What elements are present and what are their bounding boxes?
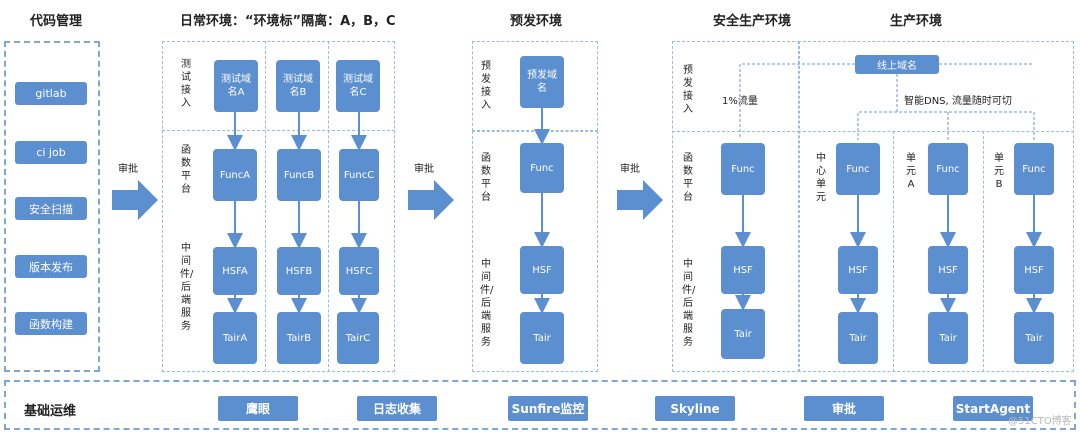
code-item-gitlab: gitlab xyxy=(15,82,87,105)
func-c: FuncC xyxy=(339,149,379,201)
daily-env-panel xyxy=(162,41,395,372)
pre-func: Func xyxy=(520,143,564,193)
prod-divider xyxy=(798,131,1074,132)
test-domain-b: 测试域名B xyxy=(276,60,320,112)
pre-middleware-label: 中间件/后端服务 xyxy=(480,259,494,348)
safe-middleware-label: 中间件/后端服务 xyxy=(682,259,696,348)
code-item-ci-job: ci job xyxy=(15,141,87,164)
daily-test-access-label: 测试接入 xyxy=(181,59,191,109)
infra-item-eagle-eye: 鹰眼 xyxy=(218,396,298,421)
infra-label: 基础运维 xyxy=(24,404,77,419)
pre-domain: 预发域名 xyxy=(520,56,564,108)
prod-b-tair: Tair xyxy=(1014,312,1054,364)
safe-env-title: 安全生产环境 xyxy=(713,14,792,29)
dns-note: 智能DNS, 流量随时可切 xyxy=(904,96,1012,107)
prod-col-divider-1 xyxy=(893,131,894,372)
approve-label-3: 审批 xyxy=(620,164,640,175)
tair-c: TairC xyxy=(337,312,379,364)
unit-a-label: 单元A xyxy=(906,153,916,190)
infra-item-approve: 审批 xyxy=(804,396,884,421)
approve-label-1: 审批 xyxy=(118,164,138,175)
unit-b-label: 单元B xyxy=(994,153,1004,190)
prod-a-func: Func xyxy=(928,143,968,195)
prod-domain: 线上域名 xyxy=(855,55,939,74)
daily-middleware-label: 中间件/后端服务 xyxy=(180,243,194,332)
prod-center-tair: Tair xyxy=(838,312,878,364)
func-a: FuncA xyxy=(213,149,257,201)
hsf-c: HSFC xyxy=(339,247,379,295)
prod-center-func: Func xyxy=(836,143,880,195)
daily-col-divider-1 xyxy=(265,41,266,372)
daily-func-platform-label: 函数平台 xyxy=(181,145,191,195)
pre-env-title: 预发环境 xyxy=(510,14,563,29)
pre-tair: Tair xyxy=(520,312,564,364)
infra-item-skyline: Skyline xyxy=(655,396,735,421)
infra-item-log-collect: 日志收集 xyxy=(357,396,437,421)
infra-panel xyxy=(4,380,1076,430)
func-b: FuncB xyxy=(277,149,321,201)
approve-label-2: 审批 xyxy=(414,164,434,175)
prod-a-hsf: HSF xyxy=(928,246,968,294)
safe-func-platform-label: 函数平台 xyxy=(683,153,693,203)
pre-hsf: HSF xyxy=(520,246,564,294)
approve-arrow-1 xyxy=(112,180,158,220)
prod-center-hsf: HSF xyxy=(838,246,878,294)
approve-arrow-2 xyxy=(408,180,454,220)
prod-b-hsf: HSF xyxy=(1014,246,1054,294)
infra-item-sunfire: Sunfire监控 xyxy=(508,396,588,421)
safe-func: Func xyxy=(721,143,765,195)
prod-env-panel xyxy=(798,41,1074,372)
infra-item-startagent: StartAgent xyxy=(953,396,1033,421)
safe-hsf: HSF xyxy=(721,246,765,294)
code-item-func-build: 函数构建 xyxy=(15,312,87,335)
safe-tair: Tair xyxy=(721,309,765,359)
watermark: @51CTO博客 xyxy=(1008,416,1072,427)
hsf-a: HSFA xyxy=(213,247,257,295)
prod-a-tair: Tair xyxy=(928,312,968,364)
test-domain-a: 测试域名A xyxy=(214,60,258,112)
tair-b: TairB xyxy=(277,312,321,364)
daily-divider xyxy=(162,130,395,131)
code-item-release: 版本发布 xyxy=(15,255,87,278)
pre-access-label: 预发接入 xyxy=(481,61,491,111)
code-mgmt-panel xyxy=(4,41,100,372)
safe-divider xyxy=(672,131,800,132)
prod-env-title: 生产环境 xyxy=(890,14,943,29)
pre-func-platform-label: 函数平台 xyxy=(481,153,491,203)
prod-col-divider-2 xyxy=(983,131,984,372)
approve-arrow-3 xyxy=(617,180,663,220)
tair-a: TairA xyxy=(213,312,257,364)
unit-center-label: 中心单元 xyxy=(816,153,826,203)
code-mgmt-title: 代码管理 xyxy=(30,14,83,29)
safe-access-label: 预发接入 xyxy=(683,65,693,115)
test-domain-c: 测试域名C xyxy=(336,60,380,112)
prod-b-func: Func xyxy=(1014,143,1054,195)
safe-env-panel xyxy=(672,41,800,372)
daily-env-title: 日常环境：“环境标”隔离：A，B，C xyxy=(180,14,396,29)
hsf-b: HSFB xyxy=(277,247,321,295)
code-item-security-scan: 安全扫描 xyxy=(15,197,87,220)
daily-col-divider-2 xyxy=(328,41,329,372)
